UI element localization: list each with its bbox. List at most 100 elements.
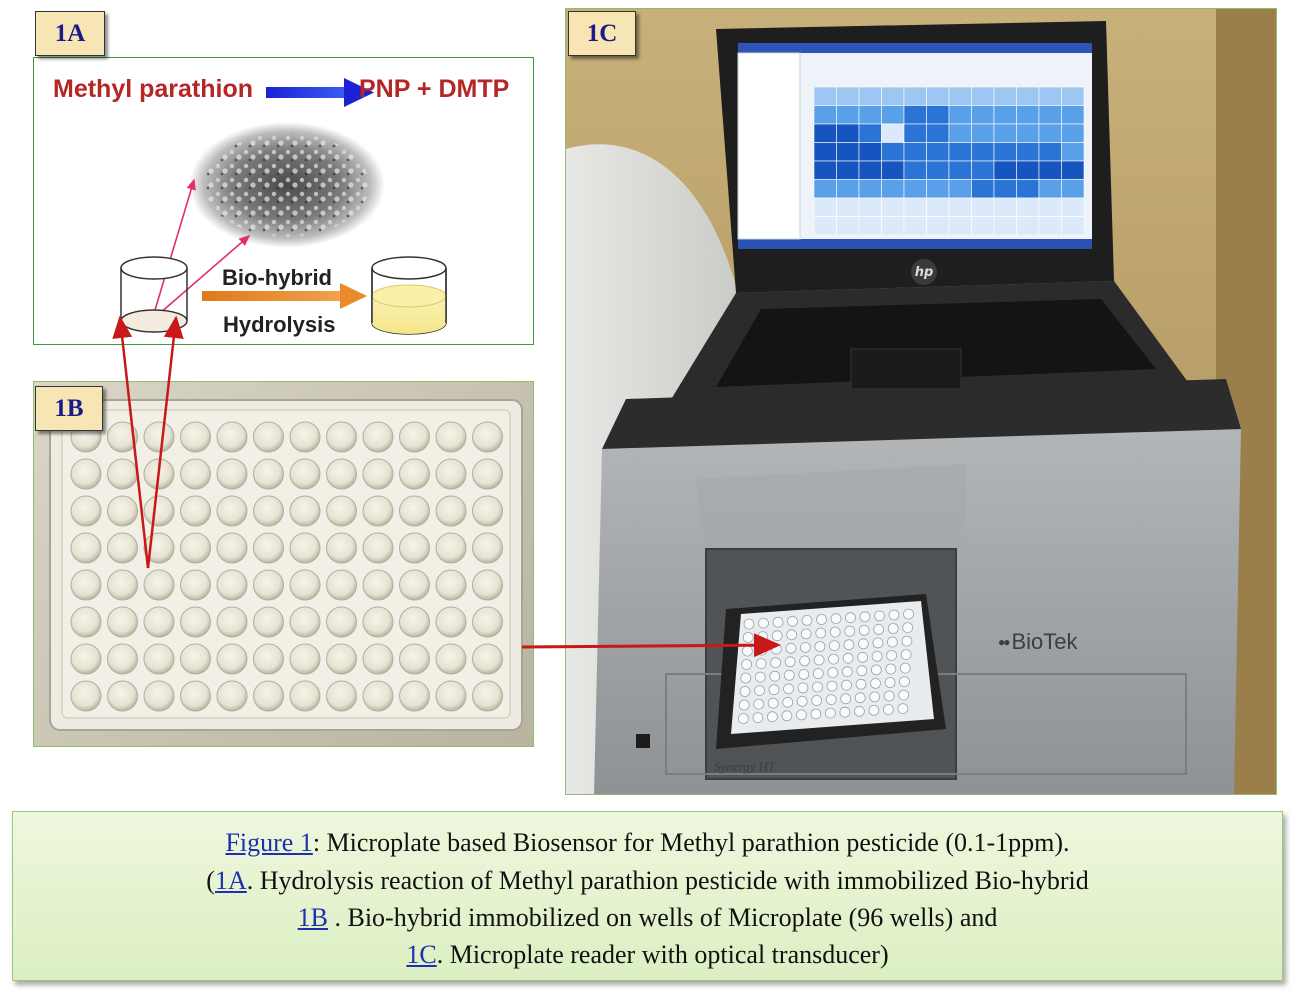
well: [362, 606, 394, 638]
tray-well: [899, 676, 910, 687]
screen-cell: [926, 123, 950, 143]
screen-cell: [926, 160, 950, 180]
screen-cell: [1061, 197, 1085, 217]
well: [435, 569, 467, 601]
tray-well: [769, 670, 781, 682]
screen-cell: [926, 142, 950, 162]
well: [143, 421, 175, 453]
laptop: [656, 21, 1204, 424]
tray-well: [824, 707, 836, 719]
tray-well: [742, 632, 754, 643]
well: [472, 643, 503, 675]
well: [289, 643, 321, 675]
tray-well: [859, 611, 871, 623]
microplate-reader: [594, 379, 1241, 794]
tray-well: [828, 640, 840, 651]
well: [180, 421, 211, 453]
tray-well: [753, 698, 765, 710]
tray-well: [842, 652, 854, 664]
screen-cell: [948, 160, 972, 180]
tray-well: [810, 708, 822, 720]
well: [253, 569, 284, 601]
screen-cell: [993, 179, 1017, 199]
screen-cell: [993, 142, 1017, 162]
tray-well: [798, 669, 810, 680]
screen-cell: [993, 123, 1017, 143]
well: [216, 569, 248, 601]
well: [143, 606, 175, 638]
screen-cell: [881, 179, 905, 199]
tray-well: [758, 617, 769, 629]
screen-cell: [903, 216, 927, 236]
well: [362, 495, 394, 527]
well: [435, 458, 467, 490]
well: [326, 569, 357, 601]
screen-cell: [881, 123, 905, 143]
screen-cell: [881, 216, 905, 236]
screen-cell: [881, 197, 905, 217]
tray-well: [772, 616, 784, 628]
tray-well: [857, 638, 869, 650]
ref-1a-link[interactable]: 1A: [214, 866, 247, 895]
caption-line-1: Figure 1: Microplate based Biosensor for…: [13, 828, 1282, 858]
figure-ref-link[interactable]: Figure 1: [225, 828, 313, 857]
ref-1c-link[interactable]: 1C: [406, 940, 437, 969]
caption-line-3: 1B . Bio-hybrid immobilized on wells of …: [13, 903, 1282, 933]
screen-cell: [1016, 105, 1040, 125]
well: [399, 569, 430, 601]
tray-well: [854, 692, 866, 704]
tray-well: [755, 658, 767, 669]
well: [326, 606, 357, 638]
tray-well: [801, 615, 813, 626]
well: [289, 569, 321, 601]
screen-cell: [971, 142, 995, 162]
tray-well: [770, 657, 782, 669]
screen-cell: [836, 197, 860, 217]
screen-cell: [1016, 86, 1040, 106]
screen-cell: [1016, 197, 1040, 217]
well: [107, 569, 138, 601]
screen-cell: [813, 105, 837, 125]
tray-well: [887, 623, 899, 634]
well: [362, 421, 394, 453]
tray-well: [815, 627, 827, 639]
well: [70, 458, 102, 490]
screen-cell: [948, 105, 972, 125]
well: [362, 680, 394, 712]
well: [253, 495, 284, 527]
screen-cell: [1016, 123, 1040, 143]
reader-model-label: Synergy HT: [714, 759, 776, 774]
well: [399, 458, 430, 490]
panel-label-1c: 1C: [568, 11, 636, 56]
screen-cell: [926, 216, 950, 236]
screen-cell: [881, 86, 905, 106]
screen-cell: [836, 86, 860, 106]
well: [143, 569, 175, 601]
caption-line-4: 1C. Microplate reader with optical trans…: [13, 940, 1282, 970]
tray-well: [738, 699, 750, 711]
screen-cell: [858, 123, 882, 143]
well: [399, 532, 430, 564]
well: [216, 680, 248, 712]
caption-1a-text: . Hydrolysis reaction of Methyl parathio…: [246, 866, 1089, 895]
tray-well: [845, 612, 856, 624]
tray-well: [812, 668, 824, 679]
screen-cell: [948, 142, 972, 162]
ref-1b-link[interactable]: 1B: [297, 903, 328, 932]
screen-cell: [836, 105, 860, 125]
screen-cell: [993, 216, 1017, 236]
panel-label-1a: 1A: [35, 11, 105, 56]
screen-cell: [993, 160, 1017, 180]
tray-well: [858, 624, 870, 636]
well: [472, 606, 503, 638]
tray-well: [902, 622, 914, 633]
link-arrows-1a-1b: [112, 315, 184, 569]
well: [180, 606, 211, 638]
well: [70, 532, 102, 564]
tray-well: [782, 696, 794, 708]
tray-well: [754, 685, 765, 696]
tray-well: [853, 705, 865, 717]
well: [472, 680, 503, 712]
reaction-scheme-panel: Methyl parathion PNP + DMTP: [33, 57, 534, 345]
screen-cell: [903, 160, 927, 180]
